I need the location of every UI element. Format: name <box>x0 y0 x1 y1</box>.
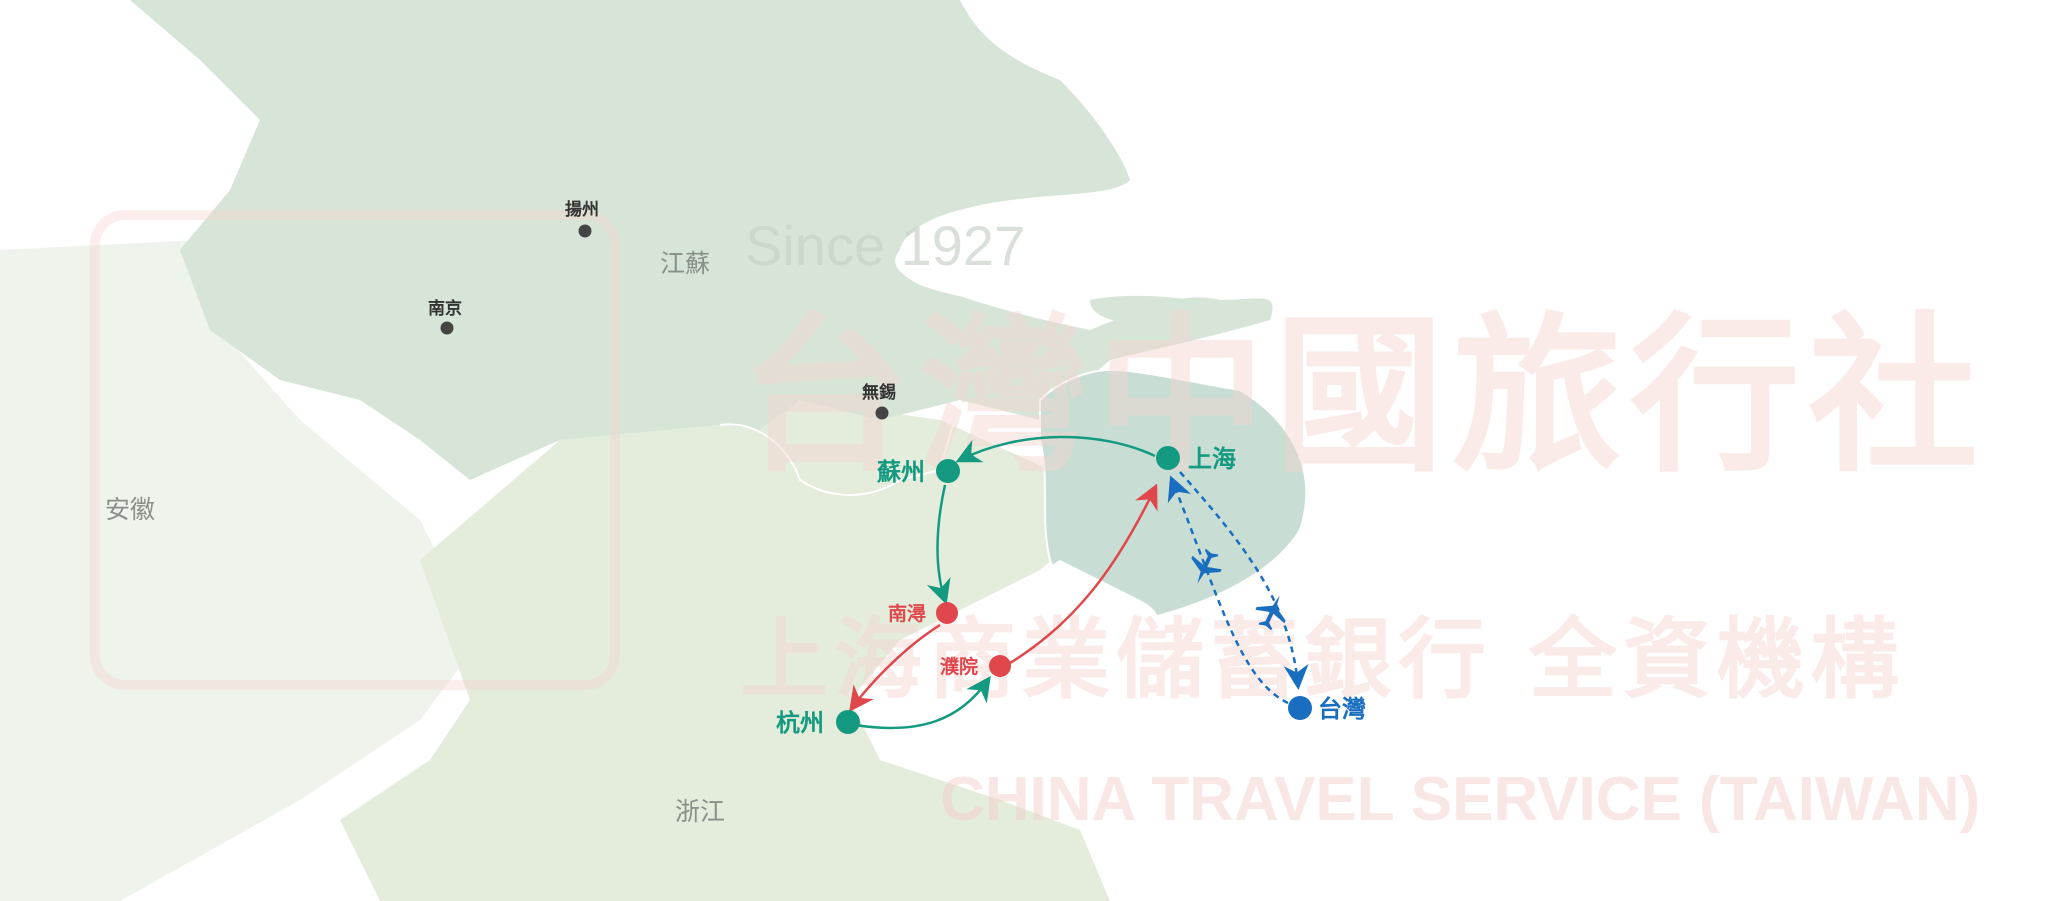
city-label: 揚州 <box>565 200 599 220</box>
stop-dot[interactable] <box>989 655 1011 677</box>
route-hangzhou-puyuan <box>854 675 991 730</box>
stop-label: 台灣 <box>1318 695 1366 723</box>
stop-suzhou[interactable]: 蘇州 <box>877 458 960 486</box>
watermark-name-en: CHINA TRAVEL SERVICE (TAIWAN) <box>940 765 1980 834</box>
border-line <box>719 399 961 496</box>
stop-puyuan[interactable]: 濮院 <box>940 655 1011 678</box>
route-nanxun-hangzhou <box>849 623 941 713</box>
stop-dot[interactable] <box>1288 696 1312 720</box>
city-nanjing: 南京 <box>428 298 462 335</box>
region-anhui <box>0 240 480 901</box>
city-dot <box>440 321 454 335</box>
stop-dot[interactable] <box>936 459 960 483</box>
stop-label: 蘇州 <box>877 458 925 486</box>
city-dot <box>578 224 592 238</box>
stop-hangzhou[interactable]: 杭州 <box>776 709 860 737</box>
route-suzhou-nanxun <box>926 484 951 605</box>
flight-shanghai-taiwan <box>1179 471 1309 690</box>
watermark: Since 1927 台灣中國旅行社 CHINA TRAVEL SERVICE … <box>90 210 1986 834</box>
watermark-tagline: 上海商業儲蓄銀行 全資機構 <box>740 607 1905 711</box>
stop-dot[interactable] <box>936 602 958 624</box>
city-wuxi: 無錫 <box>862 382 896 420</box>
region-zhejiang <box>340 400 1110 901</box>
province-anhui: 安徽 <box>105 495 155 524</box>
stop-label: 杭州 <box>776 709 824 737</box>
island-chongming <box>1090 295 1250 327</box>
region-jiangsu <box>130 0 1273 480</box>
city-yangzhou: 揚州 <box>565 200 599 238</box>
route-shanghai-suzhou <box>955 435 1156 463</box>
province-zhejiang: 浙江 <box>675 797 725 826</box>
stop-dot[interactable] <box>1156 446 1180 470</box>
stop-label: 濮院 <box>940 655 978 678</box>
city-label: 南京 <box>428 298 462 319</box>
city-label: 無錫 <box>862 382 896 403</box>
airplane-icon <box>1255 595 1286 631</box>
province-jiangsu: 江蘇 <box>660 249 710 278</box>
city-dot <box>875 406 889 420</box>
stop-nanxun[interactable]: 南潯 <box>888 602 958 625</box>
stop-label: 南潯 <box>888 603 926 625</box>
stop-dot[interactable] <box>836 710 860 734</box>
sea-south <box>879 560 1161 770</box>
airplane-icon <box>1191 548 1222 584</box>
stop-label: 上海 <box>1188 445 1236 473</box>
estuary <box>895 229 1091 320</box>
stop-taiwan[interactable]: 台灣 <box>1288 695 1366 723</box>
seal-logo <box>90 210 620 690</box>
route-puyuan-shanghai <box>1009 483 1158 665</box>
watermark-name-zh: 台灣中國旅行社 <box>740 296 1986 496</box>
watermark-since: Since 1927 <box>745 214 1025 277</box>
stop-shanghai[interactable]: 上海 <box>1156 445 1236 473</box>
